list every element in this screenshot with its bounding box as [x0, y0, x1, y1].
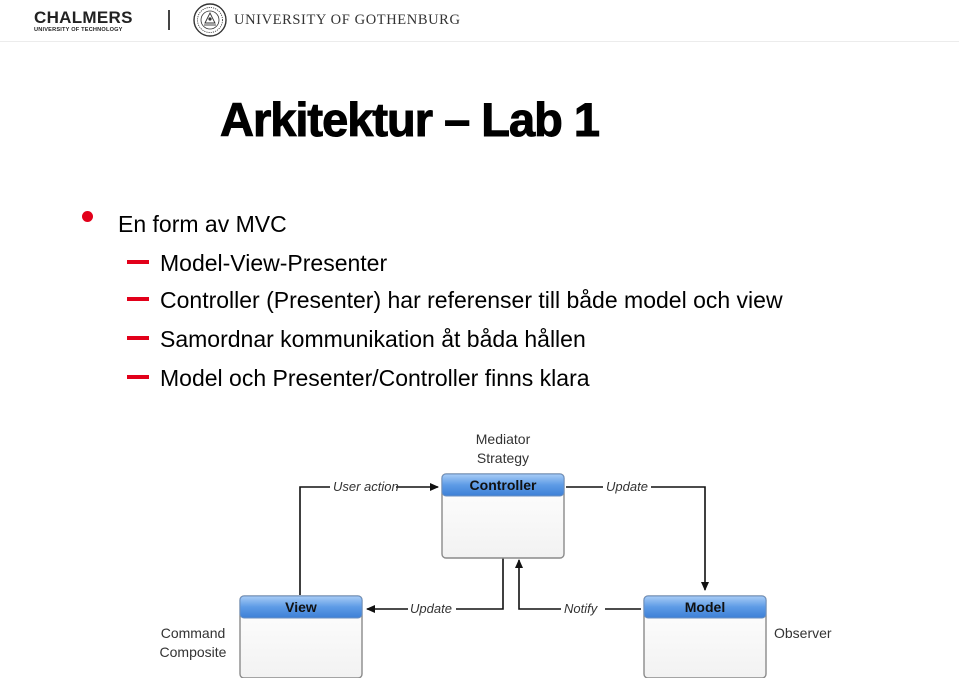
controller-box: Controller	[441, 473, 565, 559]
user-action-label: User action	[333, 479, 399, 494]
header-rule	[0, 41, 959, 42]
sub-bullet-1: Model-View-Presenter	[160, 250, 388, 276]
controller-pattern-1: Mediator	[476, 431, 531, 447]
university-name: UNIVERSITY OF GOTHENBURG	[234, 12, 461, 28]
notify-label: Notify	[564, 601, 599, 616]
chalmers-name: CHALMERS	[34, 8, 133, 27]
sub-bullet-3: Samordnar kommunikation åt båda hållen	[160, 326, 586, 352]
model-pattern-1: Observer	[774, 625, 832, 641]
user-action-arrow	[299, 483, 439, 595]
controller-pattern-2: Strategy	[477, 450, 529, 466]
dash-icon	[127, 297, 149, 301]
update-model-arrow	[566, 486, 709, 591]
model-label: Model	[685, 599, 725, 615]
bullet-dot-icon	[82, 211, 93, 222]
dash-icon	[127, 260, 149, 264]
controller-label: Controller	[470, 477, 537, 493]
university-seal-icon	[193, 3, 227, 37]
header-divider	[168, 10, 170, 30]
dash-icon	[127, 375, 149, 379]
view-pattern-2: Composite	[160, 644, 227, 660]
update-model-label: Update	[606, 479, 648, 494]
slide-title: Arkitektur – Lab 1	[219, 93, 600, 147]
chalmers-logo: CHALMERS UNIVERSITY OF TECHNOLOGY	[34, 9, 133, 33]
bullet-main: En form av MVC	[118, 211, 287, 237]
sub-bullet-4: Model och Presenter/Controller finns kla…	[160, 365, 590, 391]
model-box: Model	[643, 595, 767, 678]
dash-icon	[127, 336, 149, 340]
update-view-label: Update	[410, 601, 452, 616]
header: CHALMERS UNIVERSITY OF TECHNOLOGY UNIVER…	[0, 0, 959, 42]
chalmers-subtitle: UNIVERSITY OF TECHNOLOGY	[34, 27, 123, 33]
view-label: View	[285, 599, 317, 615]
view-box: View	[239, 595, 363, 678]
view-pattern-1: Command	[161, 625, 226, 641]
sub-bullet-2: Controller (Presenter) har referenser ti…	[160, 287, 783, 313]
